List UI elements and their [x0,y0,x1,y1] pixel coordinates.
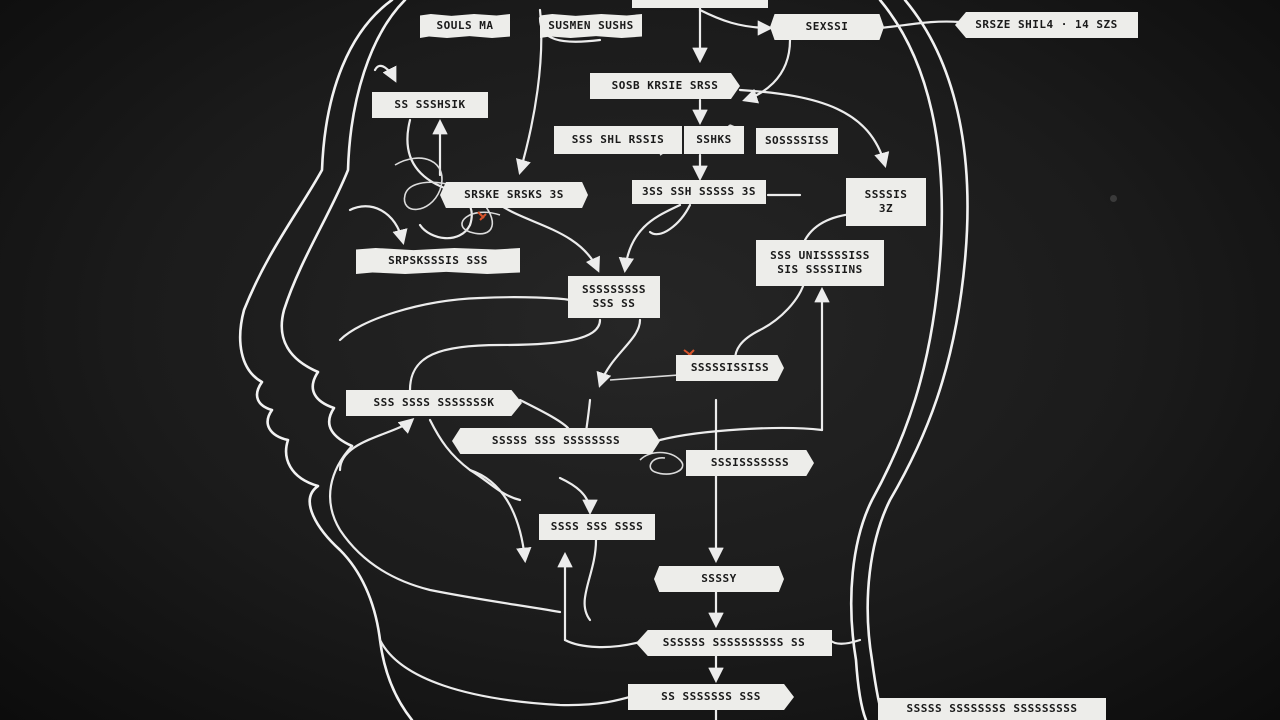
node-sssssssss-sss[interactable]: SSSSSSSSS SSS SS [568,276,660,318]
connector-srske-to-ssss [498,203,600,273]
neck-curve [378,638,642,707]
node-ssssy[interactable]: SSSSY [654,566,784,592]
connector-mid-arc [408,318,602,392]
node-srpsk[interactable]: SRPSKSSSIS SSS [356,248,520,274]
connector-to-sexssi [698,8,774,36]
accent-mark-1 [477,211,487,221]
node-sss-shl[interactable]: SSS SHL RSSIS [554,126,682,154]
connector-hook-3ss [648,203,692,236]
inner-face-outline [280,0,407,448]
connector-sexssi-down [742,38,792,104]
node-sssss-sss[interactable]: SSSSS SSS SSSSSSSS [452,428,660,454]
node-ss-sshsik[interactable]: SS SSSHSIK [372,92,488,118]
connector-arc-top-left [373,64,397,83]
node-sshks[interactable]: SSHKS [684,126,744,154]
tangle-scribble-1 [394,157,501,235]
connector-3ss-to-ssss [618,203,682,274]
connector-up-to-sss [338,417,415,472]
connector-to-srpsk [348,205,408,245]
node-ss-sssssss[interactable]: SS SSSSSSS SSS [628,684,794,710]
connector-head-middle [338,296,572,342]
head-back-inner-outline [849,0,944,720]
connector-ssssis-right [658,426,824,442]
node-3ss-ssh[interactable]: 3SS SSH SSSSS 3S [632,180,766,204]
node-ssss-sss-ssss[interactable]: SSSS SSS SSSS [539,514,655,540]
node-susmen-sushs[interactable]: SUSMEN SUSHS [540,14,642,38]
node-ssssss-ssssssssss[interactable]: SSSSSS SSSSSSSSSS SS [636,630,832,656]
node-top-center-bar[interactable] [632,0,768,8]
connector-to-srpsk-lower [596,318,642,388]
node-sosb-krsie[interactable]: SOSB KRSIE SRSS [590,73,740,99]
dust-speck [1110,195,1117,202]
connector-ssss-left [518,398,570,430]
connector-sexssi-to-srsze [878,20,962,30]
node-srsze[interactable]: SRSZE SHIL4 · 14 SZS [955,12,1138,38]
jaw-curve [329,444,562,614]
node-sss-ssss[interactable]: SSS SSSS SSSSSSSK [346,390,522,416]
node-sssisss[interactable]: SSSISSSSSSS [686,450,814,476]
connector-ssss-down [583,538,598,622]
node-sssiss-3z[interactable]: SSSSIS 3Z [846,178,926,226]
connector-to-ssss-box [558,476,598,516]
node-sss-unis[interactable]: SSS UNISSSSISS SIS SSSSIINS [756,240,884,286]
connector-down-to-s1 [468,468,532,564]
node-souls-ma[interactable]: SOULS MA [420,14,510,38]
connector-souls-down [516,8,543,175]
node-sossssiss[interactable]: SOSSSSISS [756,128,838,154]
connector-bottom-left [563,638,642,649]
connector-sosb-to-sssis [738,88,890,168]
node-sexssi[interactable]: SEXSSI [770,14,884,40]
tangle-scribble-2 [639,451,684,475]
node-sssss-ssssssss[interactable]: SSSSS SSSSSSSS SSSSSSSSS [878,698,1106,720]
node-ssssssiss-mid[interactable]: SSSSSISSISS [676,355,784,381]
head-back-outline [866,0,969,720]
connector-unis-left [733,278,807,362]
connector-right-bottom [828,638,862,645]
head-profile-outline [238,0,414,720]
node-srske-srsks[interactable]: SRSKE SRSKS 3S [440,182,588,208]
